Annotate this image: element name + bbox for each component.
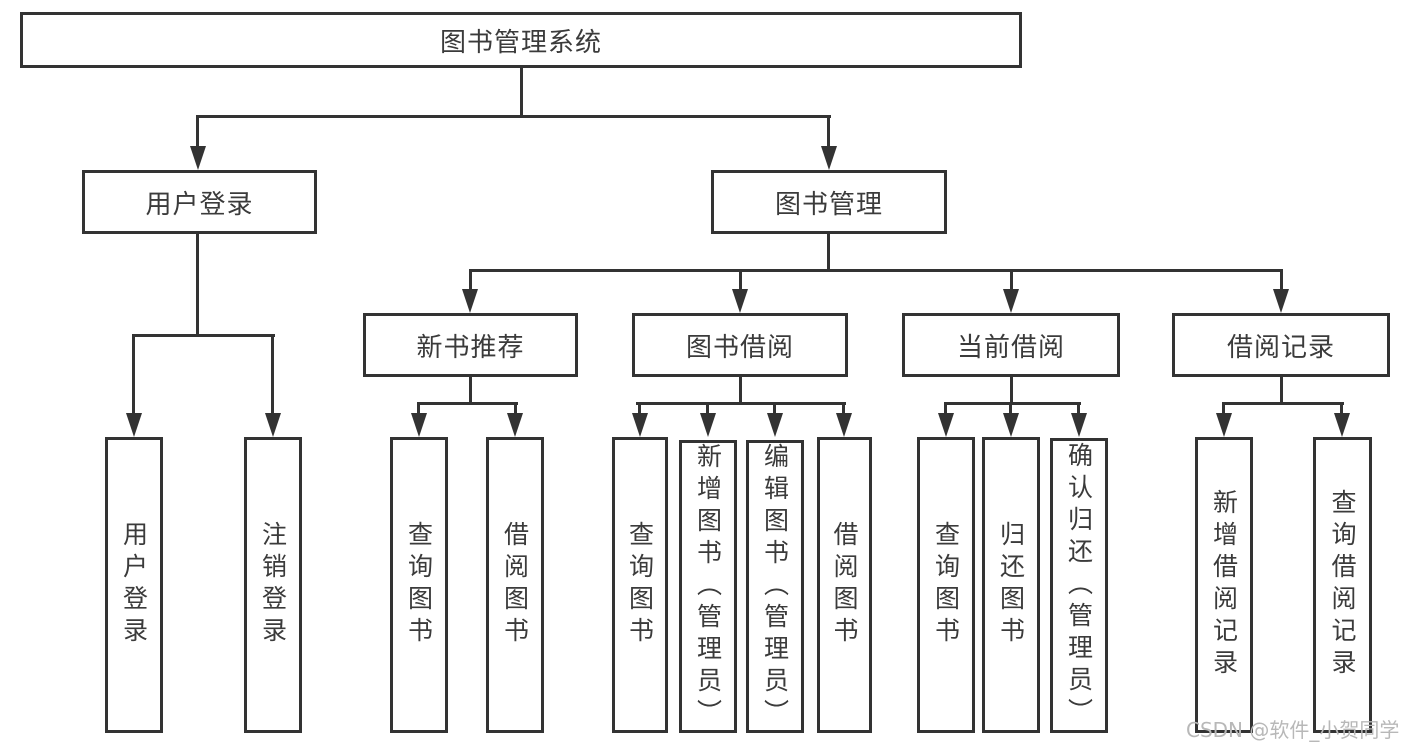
leaf-label: 借阅图书 bbox=[830, 521, 859, 649]
leaf-label: 借阅图书 bbox=[500, 521, 530, 649]
connector-line bbox=[739, 269, 742, 293]
leaf-label: 查询借阅记录 bbox=[1328, 489, 1357, 681]
connector-line bbox=[1010, 269, 1013, 293]
connector-line bbox=[417, 402, 420, 416]
arrowhead-icon bbox=[1003, 289, 1019, 313]
connector-line bbox=[1340, 402, 1343, 416]
leaf-label: 确认归还（管理员） bbox=[1064, 441, 1094, 730]
leaf-label: 编辑图书（管理员） bbox=[760, 442, 790, 731]
connector-line bbox=[944, 402, 1081, 405]
node-label: 图书管理 bbox=[774, 189, 883, 220]
connector-line bbox=[196, 115, 199, 148]
connector-line bbox=[417, 402, 518, 405]
connector-line bbox=[1222, 402, 1344, 405]
leaf-label: 用户登录 bbox=[119, 521, 149, 649]
connector-line bbox=[739, 377, 742, 405]
arrowhead-icon bbox=[700, 413, 716, 437]
connector-line bbox=[514, 402, 517, 416]
arrowhead-icon bbox=[1334, 413, 1350, 437]
connector-line bbox=[1009, 402, 1012, 416]
connector-line bbox=[1010, 377, 1013, 405]
csdn-watermark: CSDN @软件_小贺同学 bbox=[1186, 718, 1400, 742]
connector-line bbox=[706, 402, 709, 416]
leaf-confirm-return-admin: 确认归还（管理员） bbox=[1050, 438, 1108, 733]
arrowhead-icon bbox=[265, 413, 281, 437]
leaf-label: 新增图书（管理员） bbox=[693, 442, 723, 731]
leaf-add-borrow-record: 新增借阅记录 bbox=[1195, 437, 1253, 733]
connector-line bbox=[520, 68, 523, 118]
leaf-borrow-books-recommend: 借阅图书 bbox=[486, 437, 544, 733]
connector-line bbox=[944, 402, 947, 416]
arrowhead-icon bbox=[1273, 289, 1289, 313]
node-current-borrow: 当前借阅 bbox=[902, 313, 1120, 377]
leaf-query-books-borrow: 查询图书 bbox=[612, 437, 668, 733]
arrowhead-icon bbox=[126, 413, 142, 437]
node-label: 当前借阅 bbox=[956, 332, 1065, 363]
leaf-label: 查询图书 bbox=[931, 521, 961, 649]
connector-line bbox=[638, 402, 641, 416]
leaf-user-login: 用户登录 bbox=[105, 437, 163, 733]
leaf-label: 归还图书 bbox=[996, 521, 1026, 649]
leaf-logout: 注销登录 bbox=[244, 437, 302, 733]
connector-line bbox=[469, 269, 472, 293]
connector-line bbox=[636, 402, 846, 405]
arrowhead-icon bbox=[190, 146, 206, 170]
connector-line bbox=[827, 234, 830, 272]
connector-line bbox=[773, 402, 776, 416]
node-user-login: 用户登录 bbox=[82, 170, 317, 234]
node-book-borrow: 图书借阅 bbox=[632, 313, 848, 377]
arrowhead-icon bbox=[767, 413, 783, 437]
leaf-label: 查询图书 bbox=[404, 521, 434, 649]
leaf-edit-book-admin: 编辑图书（管理员） bbox=[746, 440, 804, 733]
connector-line bbox=[470, 269, 1282, 272]
arrowhead-icon bbox=[411, 413, 427, 437]
connector-line bbox=[1222, 402, 1225, 416]
connector-line bbox=[1280, 269, 1283, 293]
node-label: 借阅记录 bbox=[1226, 332, 1335, 363]
arrowhead-icon bbox=[821, 146, 837, 170]
leaf-borrow-book: 借阅图书 bbox=[817, 437, 872, 733]
node-new-book-recommend: 新书推荐 bbox=[363, 313, 578, 377]
connector-line bbox=[271, 334, 274, 416]
connector-line bbox=[1077, 402, 1080, 416]
leaf-label: 查询图书 bbox=[625, 521, 655, 649]
arrowhead-icon bbox=[632, 413, 648, 437]
node-borrow-records: 借阅记录 bbox=[1172, 313, 1390, 377]
arrowhead-icon bbox=[836, 413, 852, 437]
node-label: 新书推荐 bbox=[416, 332, 525, 363]
leaf-query-borrow-record: 查询借阅记录 bbox=[1313, 437, 1372, 733]
arrowhead-icon bbox=[1216, 413, 1232, 437]
leaf-add-book-admin: 新增图书（管理员） bbox=[679, 440, 737, 733]
arrowhead-icon bbox=[938, 413, 954, 437]
arrowhead-icon bbox=[462, 289, 478, 313]
connector-line bbox=[197, 115, 831, 118]
connector-line bbox=[196, 234, 199, 336]
leaf-query-books-current: 查询图书 bbox=[917, 437, 975, 733]
leaf-return-book: 归还图书 bbox=[982, 437, 1040, 733]
connector-line bbox=[469, 377, 472, 405]
leaf-label: 注销登录 bbox=[258, 521, 288, 649]
node-library-system: 图书管理系统 bbox=[20, 12, 1022, 68]
connector-line bbox=[827, 115, 830, 148]
node-label: 图书管理系统 bbox=[439, 27, 602, 58]
arrowhead-icon bbox=[732, 289, 748, 313]
node-label: 图书借阅 bbox=[685, 332, 794, 363]
connector-line bbox=[1280, 377, 1283, 405]
connector-line bbox=[133, 334, 275, 337]
node-book-management: 图书管理 bbox=[711, 170, 947, 234]
arrowhead-icon bbox=[507, 413, 523, 437]
leaf-query-books-recommend: 查询图书 bbox=[390, 437, 448, 733]
connector-line bbox=[132, 334, 135, 416]
node-label: 用户登录 bbox=[145, 189, 254, 220]
connector-line bbox=[842, 402, 845, 416]
arrowhead-icon bbox=[1003, 413, 1019, 437]
arrowhead-icon bbox=[1071, 413, 1087, 437]
leaf-label: 新增借阅记录 bbox=[1209, 489, 1239, 681]
